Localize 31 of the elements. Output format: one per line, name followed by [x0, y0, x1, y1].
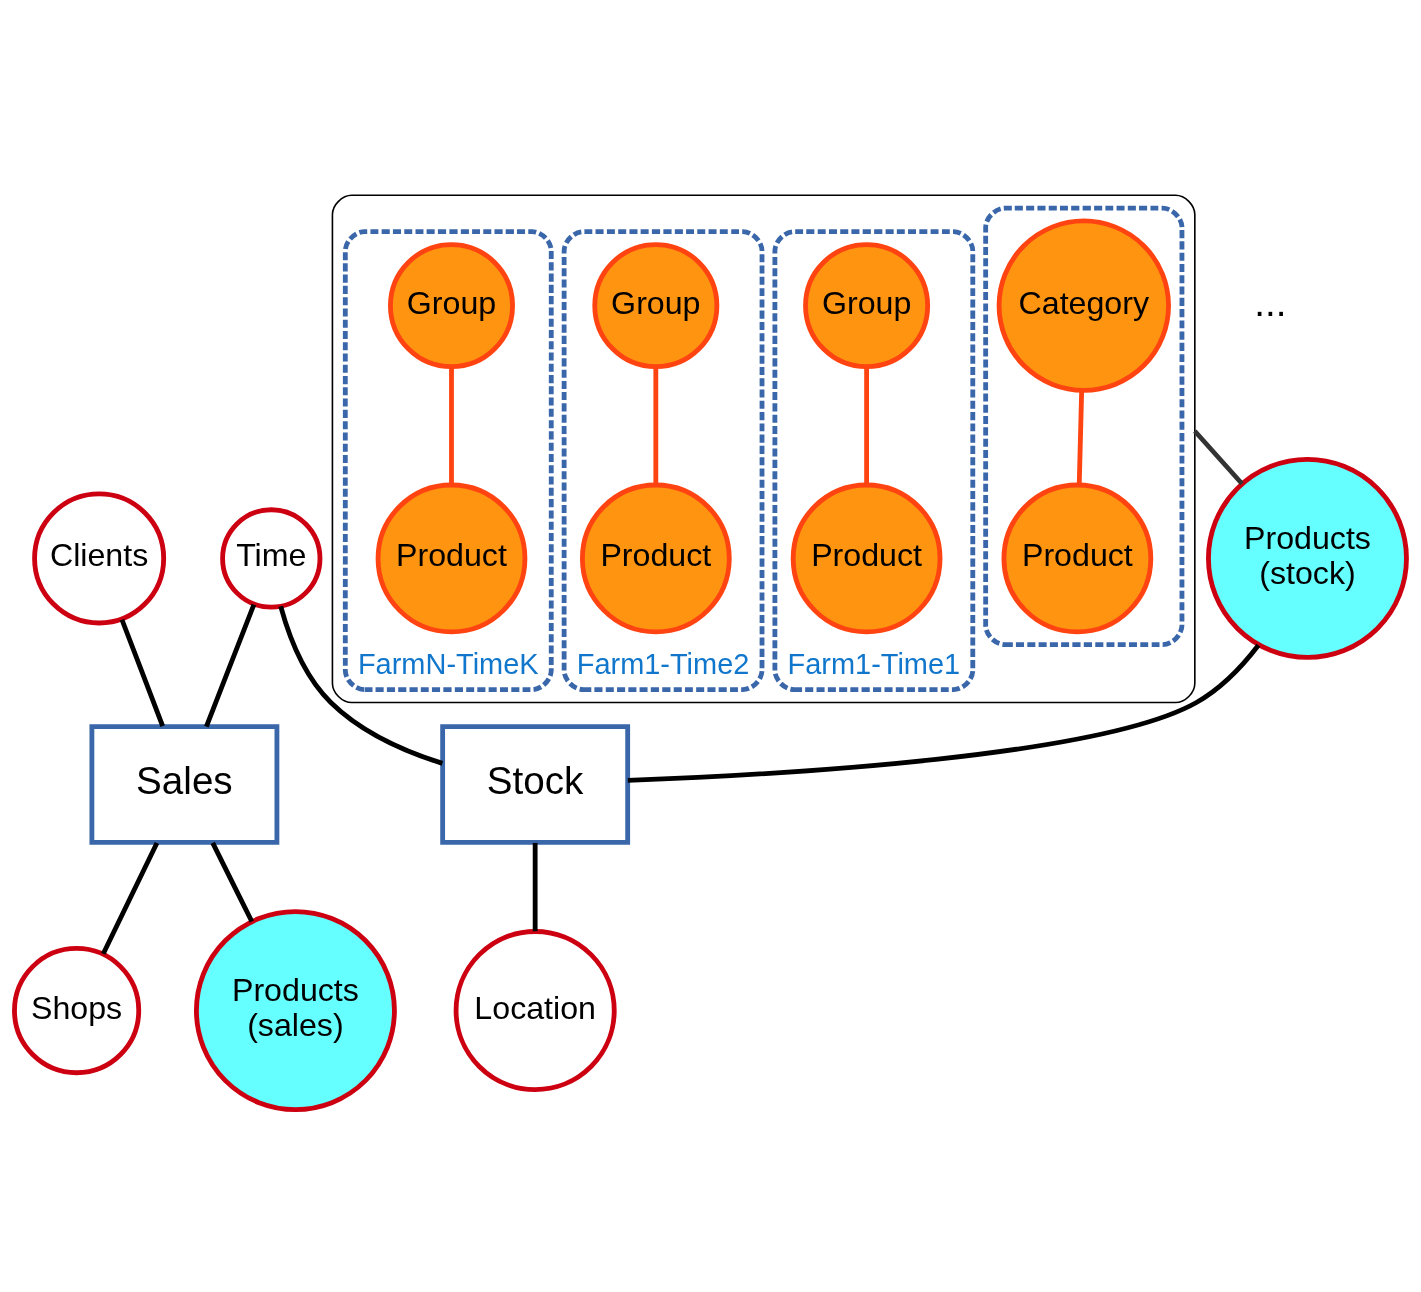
connector	[1076, 390, 1085, 485]
connector	[627, 643, 1261, 783]
node-box: Sales	[89, 724, 280, 845]
node-circle: Product	[790, 482, 943, 635]
connector	[101, 841, 160, 955]
connector	[653, 367, 659, 486]
cluster	[331, 194, 1196, 704]
connector	[1193, 429, 1244, 486]
connector	[532, 842, 538, 932]
connector	[449, 367, 454, 486]
connector	[204, 603, 257, 728]
node-circle: Product	[579, 482, 732, 635]
node-circle: Group	[388, 242, 515, 370]
node-circle: Products (stock)	[1206, 457, 1409, 660]
node-circle: Group	[803, 242, 931, 370]
node-circle: Clients	[32, 491, 167, 626]
node-circle: Product	[1001, 482, 1154, 635]
label: ...	[1254, 280, 1287, 324]
connector	[210, 841, 254, 923]
node-box: Stock	[440, 724, 631, 845]
node-circle: Group	[592, 242, 720, 370]
node-circle: Product	[375, 482, 528, 635]
connector	[119, 618, 165, 727]
node-circle: Category	[996, 218, 1171, 393]
node-circle: Products (sales)	[194, 909, 397, 1112]
node-circle: Shops	[12, 946, 142, 1076]
cluster	[983, 205, 1185, 647]
connector	[864, 367, 869, 486]
node-circle: Location	[453, 929, 617, 1093]
node-circle: Time	[220, 507, 323, 610]
connector	[278, 605, 444, 766]
